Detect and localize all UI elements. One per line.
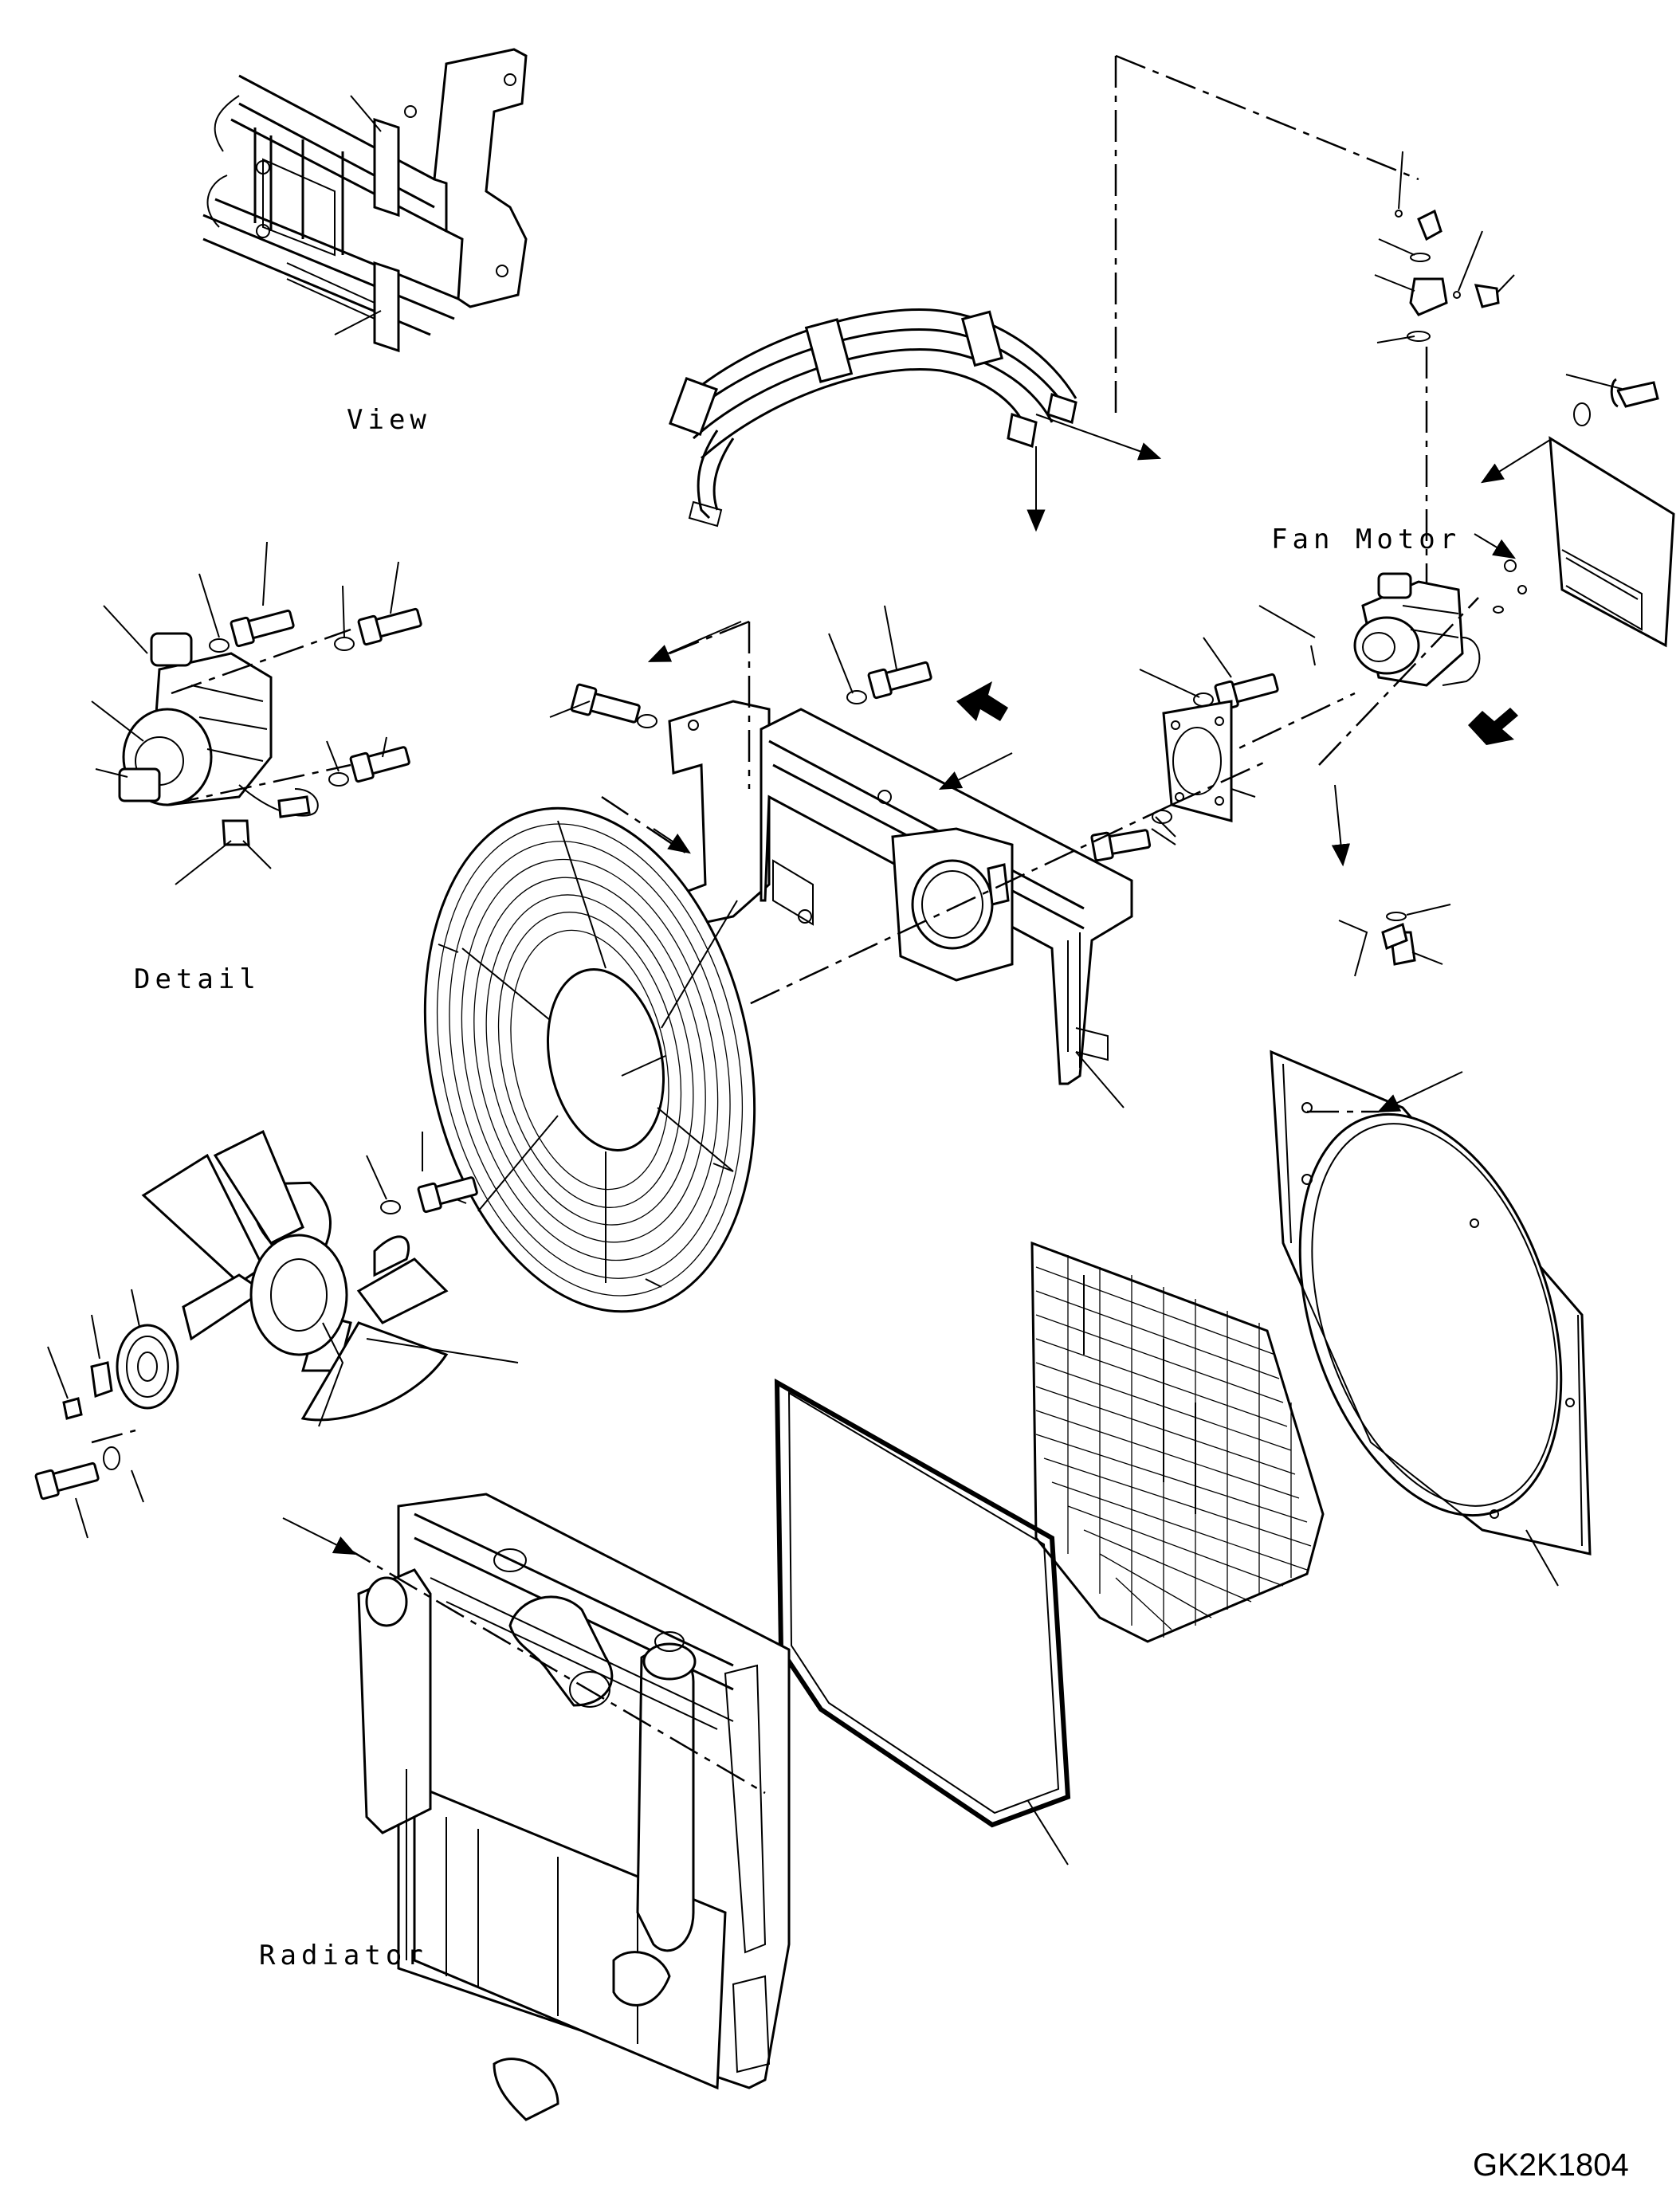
oring-arrow — [1474, 533, 1517, 559]
fan-guard — [423, 806, 756, 1313]
cover-arrow — [1481, 439, 1551, 484]
elbow-fitting — [1338, 904, 1451, 977]
mesh-screen — [1030, 1241, 1325, 1643]
cover-plate — [1549, 374, 1675, 648]
detail-fan-motor — [118, 632, 319, 846]
view-label: View — [347, 404, 431, 436]
drawing-code: GK2K1804 — [1473, 2148, 1629, 2183]
radiator-arrow — [282, 1517, 357, 1556]
fan-blade — [141, 1129, 519, 1427]
detail-fasteners — [91, 541, 422, 885]
fan-motor-label: Fan Motor — [1271, 524, 1461, 555]
fan-motor-view-arrow — [1468, 708, 1518, 745]
frame-view-arrow — [956, 681, 1008, 721]
bracket-arrow-a — [653, 828, 691, 854]
radiator-label: Radiator — [259, 1940, 428, 1971]
hydraulic-hoses — [669, 308, 1077, 528]
frame-arrow — [938, 752, 1013, 791]
view-bracket-assembly — [202, 48, 528, 353]
bracket-arrow-b — [647, 621, 742, 662]
detail-label: Detail — [134, 963, 261, 995]
fan-motor — [1258, 559, 1527, 687]
fitting-stack — [1374, 151, 1515, 343]
hose-direction-arrow-right — [1035, 414, 1162, 461]
fan-shroud — [1270, 1049, 1592, 1587]
fan-hardware — [34, 1132, 478, 1539]
seal-gasket — [774, 1378, 1071, 1865]
frame-fasteners — [549, 605, 1279, 862]
radiator-assembly — [357, 1493, 791, 2121]
mount-gasket-plate — [1162, 700, 1256, 822]
shroud-arrow — [1376, 1071, 1463, 1113]
fan-pulley — [116, 1289, 179, 1410]
fan-mount-frame — [668, 700, 1133, 1108]
elbow-arrow — [1331, 784, 1351, 867]
